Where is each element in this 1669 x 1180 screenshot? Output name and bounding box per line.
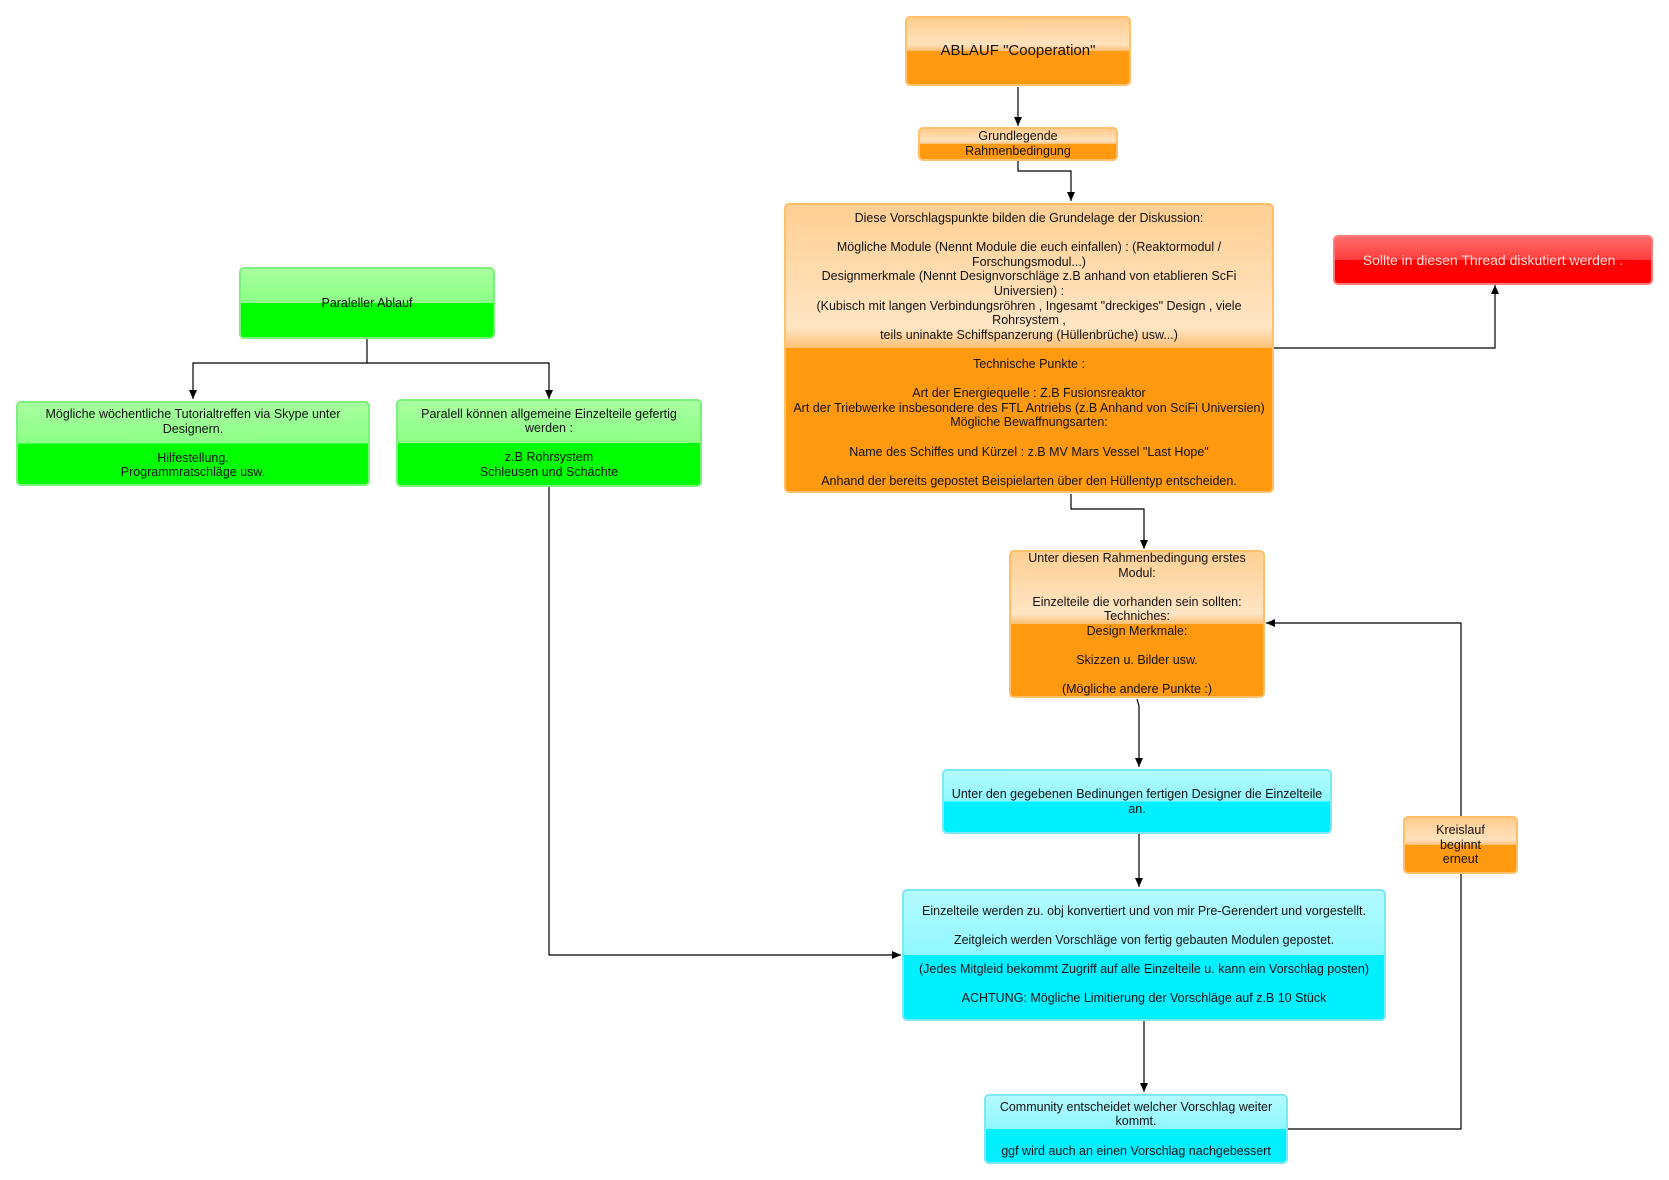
connector-community-loop-back — [1266, 619, 1462, 1130]
node-community-entscheidet-label: Community entscheidet welcher Vorschlag … — [999, 1099, 1273, 1158]
node-thread-hinweis: Sollte in diesen Thread diskutiert werde… — [1333, 235, 1653, 285]
node-thread-hinweis-label: Sollte in diesen Thread diskutiert werde… — [1362, 251, 1624, 268]
node-erstes-modul: Unter diesen Rahmenbedingung erstes Modu… — [1009, 550, 1265, 698]
node-kreislauf: Kreislauf beginnt erneut — [1403, 816, 1518, 874]
connector-paralell-to-einzelteile — [548, 487, 901, 959]
node-einzelteile-konvertiert: Einzelteile werden zu. obj konvertiert u… — [902, 889, 1386, 1021]
node-einzelteile-konvertiert-label: Einzelteile werden zu. obj konvertiert u… — [918, 903, 1369, 1006]
connector-vorschlag-to-modul — [1070, 494, 1148, 549]
connector-vorschlag-to-thread — [1274, 285, 1499, 349]
node-allgemeine-einzelteile: Paralell können allgemeine Einzelteile g… — [396, 399, 702, 487]
node-kreislauf-label: Kreislauf beginnt erneut — [1436, 823, 1485, 867]
node-tutorialtreffen-label: Mögliche wöchentliche Tutorialtreffen vi… — [45, 407, 341, 480]
connector-paraleller-to-paralell — [367, 362, 553, 399]
node-paraleller-ablauf-label: Paraleller Ablauf — [321, 295, 413, 310]
node-community-entscheidet: Community entscheidet welcher Vorschlag … — [984, 1094, 1288, 1164]
node-paraleller-ablauf: Paraleller Ablauf — [239, 267, 495, 339]
node-tutorialtreffen: Mögliche wöchentliche Tutorialtreffen vi… — [16, 401, 370, 486]
node-ablauf-cooperation-label: ABLAUF "Cooperation" — [940, 41, 1096, 59]
connector-modul-to-designer — [1135, 698, 1143, 767]
connector-grundlegende-to-vorschlag — [1017, 161, 1075, 201]
node-designer-fertigen: Unter den gegebenen Bedinungen fertigen … — [942, 769, 1332, 834]
node-designer-fertigen-label: Unter den gegebenen Bedinungen fertigen … — [951, 786, 1323, 816]
node-vorschlagspunkte-label: Diese Vorschlagspunkte bilden die Grunde… — [793, 211, 1265, 488]
node-erstes-modul-label: Unter diesen Rahmenbedingung erstes Modu… — [1028, 551, 1246, 697]
node-grundlegende-rahmenbedingung: Grundlegende Rahmenbedingung — [918, 127, 1118, 161]
node-vorschlagspunkte: Diese Vorschlagspunkte bilden die Grunde… — [784, 203, 1274, 493]
connector-paraleller-split — [189, 339, 368, 399]
node-allgemeine-einzelteile-label: Paralell können allgemeine Einzelteile g… — [421, 406, 677, 479]
node-grundlegende-label: Grundlegende Rahmenbedingung — [965, 129, 1071, 158]
node-ablauf-cooperation: ABLAUF "Cooperation" — [905, 16, 1131, 86]
